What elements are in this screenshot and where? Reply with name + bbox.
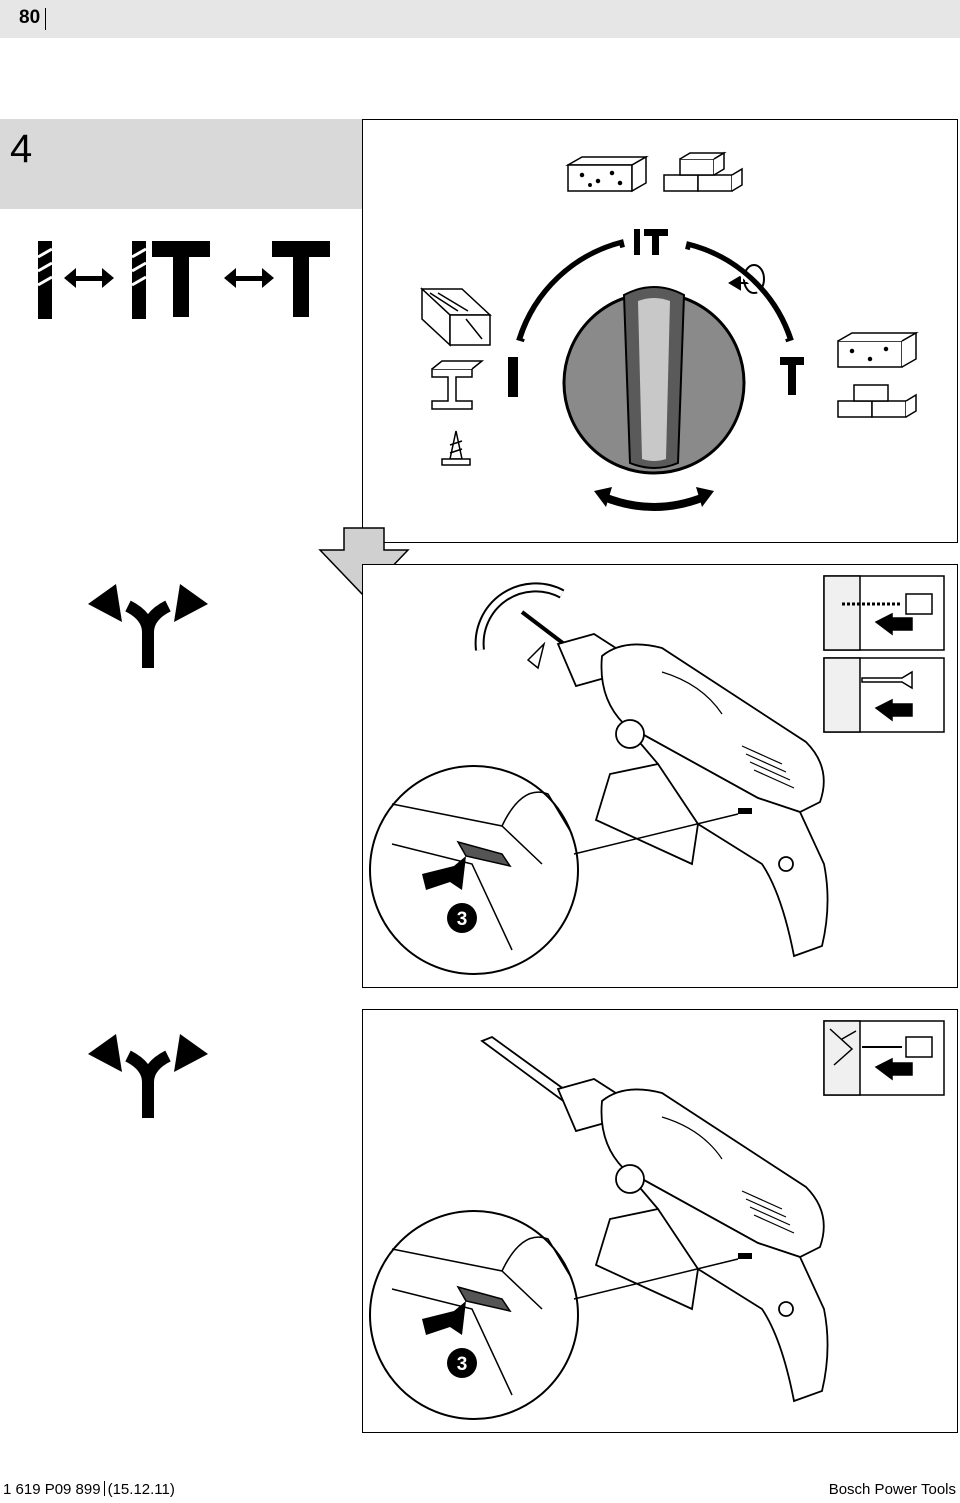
split-arrow-icon — [88, 584, 208, 668]
footer-divider — [103, 1481, 105, 1496]
drill-mode-icon — [508, 357, 518, 397]
rotate-arrow-icon — [602, 493, 706, 511]
hammer-drill-mode-icon — [634, 229, 668, 255]
step-number: 4 — [10, 127, 33, 171]
doc-number: 1 619 P09 899 — [3, 1481, 101, 1498]
callout-3-circle — [447, 903, 477, 933]
push-arrow-icon — [422, 856, 466, 890]
footer-brand: Bosch Power Tools — [828, 1481, 956, 1498]
dial-arc-right — [685, 241, 794, 343]
page-header — [0, 0, 960, 38]
mode-switch-button-2 — [456, 1285, 512, 1313]
chiseling-inset — [823, 1020, 945, 1096]
brick-icon — [663, 151, 743, 192]
mode-symbols-icon — [37, 241, 330, 319]
brick-icon-right — [837, 384, 917, 418]
masonry-icon-right — [837, 331, 919, 368]
step-box — [0, 119, 362, 209]
selector-dial-illustration — [420, 151, 919, 511]
drill-illustration: 3 — [369, 575, 945, 975]
callout-3-label-2: 3 — [457, 1354, 468, 1375]
masonry-icon — [565, 155, 649, 193]
callout-3-label: 3 — [457, 909, 468, 930]
footer-doc-info: 1 619 P09 899 (15.12.11) — [3, 1481, 175, 1498]
chisel-illustration: 3 — [369, 1020, 945, 1420]
screwing-inset — [823, 657, 945, 733]
split-arrow-icon-2 — [88, 1034, 208, 1118]
drilling-inset — [823, 575, 945, 651]
callout-3-circle-2 — [447, 1348, 477, 1378]
mode-switch-button — [456, 840, 512, 868]
screw-icon — [441, 430, 471, 466]
dial-arc-left — [516, 239, 625, 343]
chisel-mode-icon — [780, 357, 804, 395]
push-arrow-icon-2 — [422, 1301, 466, 1335]
wood-icon — [420, 287, 492, 347]
header-divider — [45, 8, 46, 30]
doc-date: (15.12.11) — [107, 1481, 175, 1498]
steel-beam-icon — [431, 360, 485, 410]
page-number: 80 — [19, 7, 41, 28]
